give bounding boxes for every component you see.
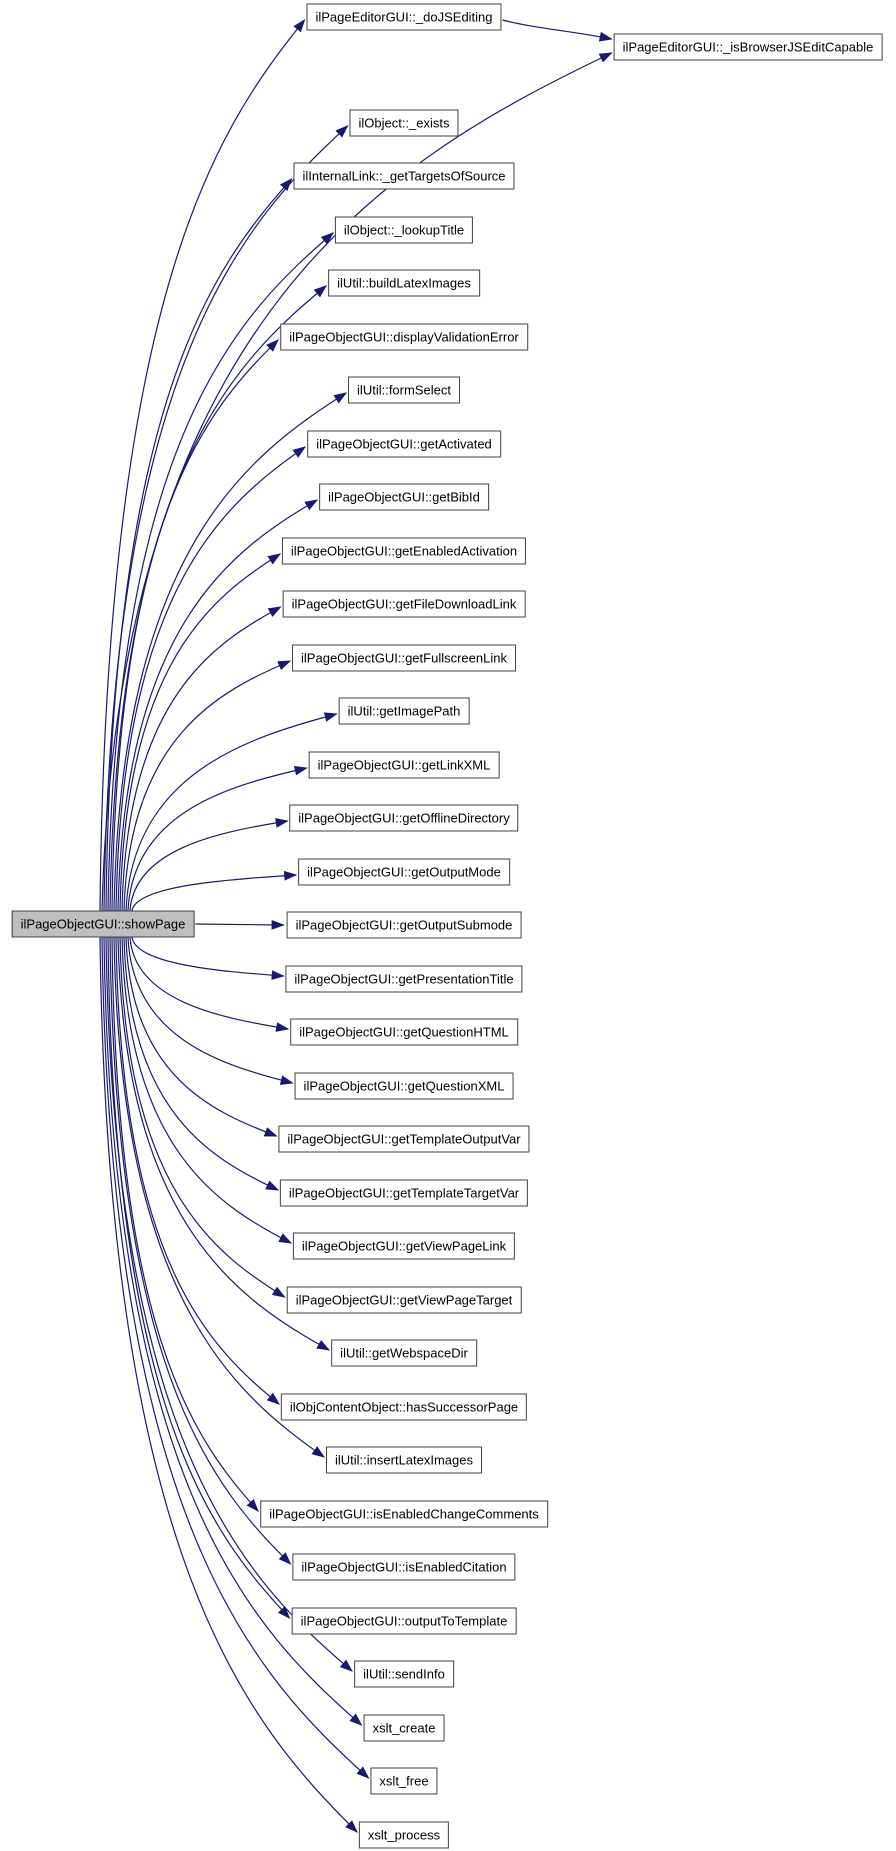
- graph-node-formSelect[interactable]: ilUtil::formSelect: [348, 376, 460, 404]
- call-edge: [107, 232, 335, 911]
- call-edge: [502, 19, 613, 42]
- graph-node-xslt_free[interactable]: xslt_free: [370, 1767, 438, 1795]
- graph-node-getQuestionHTML[interactable]: ilPageObjectGUI::getQuestionHTML: [290, 1018, 518, 1046]
- call-edge: [101, 52, 613, 911]
- graph-node-displayValidationError[interactable]: ilPageObjectGUI::displayValidationError: [280, 323, 528, 351]
- call-edge: [109, 285, 328, 911]
- graph-node-getTemplateTargetVar[interactable]: ilPageObjectGUI::getTemplateTargetVar: [279, 1179, 529, 1207]
- graph-node-xslt_process[interactable]: xslt_process: [358, 1821, 450, 1849]
- call-edge: [123, 660, 292, 911]
- call-edge: [115, 446, 307, 911]
- graph-node-getLinkXML[interactable]: ilPageObjectGUI::getLinkXML: [308, 751, 500, 779]
- call-edge: [121, 606, 282, 911]
- call-edge: [119, 553, 282, 911]
- graph-node-showPage[interactable]: ilPageObjectGUI::showPage: [11, 910, 195, 938]
- graph-node-getTemplateOutputVar[interactable]: ilPageObjectGUI::getTemplateOutputVar: [278, 1125, 530, 1153]
- call-edge: [119, 937, 286, 1298]
- call-edge: [127, 937, 294, 1085]
- graph-node-getPresentationTitle[interactable]: ilPageObjectGUI::getPresentationTitle: [285, 965, 523, 993]
- call-edge: [115, 937, 281, 1405]
- call-edge: [129, 937, 290, 1032]
- call-edge: [99, 937, 358, 1833]
- call-edge: [131, 937, 285, 981]
- graph-node-isEnabledCitation[interactable]: ilPageObjectGUI::isEnabledCitation: [292, 1553, 516, 1581]
- call-edge: [105, 178, 293, 911]
- graph-node-getOfflineDirectory[interactable]: ilPageObjectGUI::getOfflineDirectory: [289, 804, 519, 832]
- graph-node-getImagePath[interactable]: ilUtil::getImagePath: [338, 697, 470, 725]
- graph-node-exists[interactable]: ilObject::_exists: [349, 109, 459, 137]
- call-edge: [117, 937, 331, 1351]
- graph-node-buildLatexImages[interactable]: ilUtil::buildLatexImages: [328, 269, 480, 297]
- graph-node-getEnabledActivation[interactable]: ilPageObjectGUI::getEnabledActivation: [281, 537, 527, 565]
- call-edge: [101, 937, 370, 1779]
- graph-node-getWebspaceDir[interactable]: ilUtil::getWebspaceDir: [331, 1339, 477, 1367]
- call-edge: [103, 125, 349, 911]
- graph-node-insertLatexImages[interactable]: ilUtil::insertLatexImages: [326, 1446, 482, 1474]
- graph-node-getFullscreenLink[interactable]: ilPageObjectGUI::getFullscreenLink: [292, 644, 516, 672]
- graph-node-sendInfo[interactable]: ilUtil::sendInfo: [354, 1660, 454, 1688]
- graph-node-getActivated[interactable]: ilPageObjectGUI::getActivated: [307, 430, 501, 458]
- call-edge: [121, 937, 293, 1244]
- call-edge: [129, 818, 289, 911]
- call-edge: [109, 937, 292, 1565]
- call-edge: [123, 937, 280, 1191]
- call-edge: [111, 339, 279, 911]
- graph-node-getBibId[interactable]: ilPageObjectGUI::getBibId: [319, 483, 489, 511]
- graph-node-outputToTemplate[interactable]: ilPageObjectGUI::outputToTemplate: [291, 1607, 517, 1635]
- graph-node-isBrowserJSEditCapable[interactable]: ilPageEditorGUI::_isBrowserJSEditCapable: [613, 33, 883, 61]
- call-edge: [125, 937, 278, 1137]
- graph-node-hasSuccessorPage[interactable]: ilObjContentObject::hasSuccessorPage: [280, 1393, 528, 1421]
- graph-node-getOutputSubmode[interactable]: ilPageObjectGUI::getOutputSubmode: [286, 911, 522, 939]
- graph-node-isEnabledChangeComments[interactable]: ilPageObjectGUI::isEnabledChangeComments: [260, 1500, 548, 1528]
- graph-node-doJSEditing[interactable]: ilPageEditorGUI::_doJSEditing: [306, 3, 502, 31]
- call-edge: [103, 937, 363, 1726]
- graph-node-getOutputMode[interactable]: ilPageObjectGUI::getOutputMode: [298, 858, 510, 886]
- graph-node-xslt_create[interactable]: xslt_create: [363, 1714, 445, 1742]
- call-edge: [111, 937, 259, 1512]
- call-edge: [131, 870, 298, 911]
- graph-node-getTargetsOfSource[interactable]: ilInternalLink::_getTargetsOfSource: [293, 162, 515, 190]
- graph-node-getFileDownloadLink[interactable]: ilPageObjectGUI::getFileDownloadLink: [282, 590, 526, 618]
- call-edge: [125, 712, 338, 911]
- graph-node-getQuestionXML[interactable]: ilPageObjectGUI::getQuestionXML: [294, 1072, 514, 1100]
- graph-node-getViewPageLink[interactable]: ilPageObjectGUI::getViewPageLink: [292, 1232, 516, 1260]
- graph-node-getViewPageTarget[interactable]: ilPageObjectGUI::getViewPageTarget: [286, 1286, 522, 1314]
- call-edge: [117, 499, 319, 911]
- call-edge: [113, 937, 326, 1458]
- call-edge: [99, 18, 306, 911]
- graph-node-lookupTitle[interactable]: ilObject::_lookupTitle: [334, 216, 474, 244]
- call-edge: [195, 919, 285, 930]
- call-edge: [127, 765, 308, 911]
- call-edge: [113, 392, 348, 911]
